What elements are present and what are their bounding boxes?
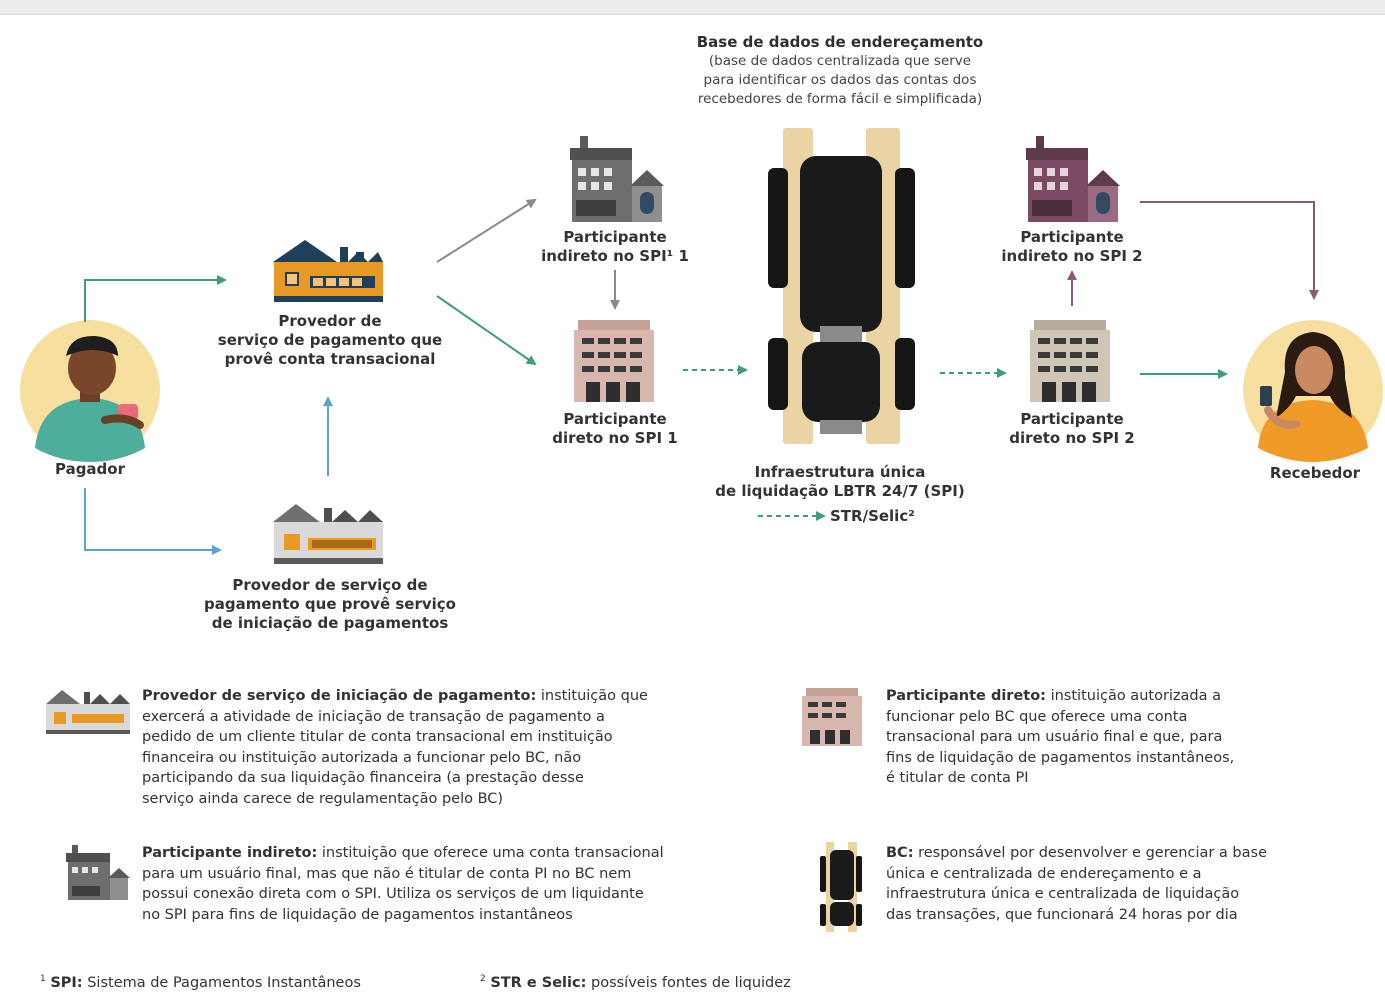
- window-top-bar: [0, 0, 1385, 15]
- legend-direct: Participante direto: instituição autoriz…: [886, 686, 1356, 789]
- legend-bc-line: responsável por desenvolver e gerenciar …: [913, 845, 1267, 861]
- footnote-str-selic-text: possíveis fontes de liquidez: [586, 974, 791, 991]
- indirect-participant-2-label-line: Participante: [1020, 228, 1124, 246]
- str-selic-label: STR/Selic²: [830, 507, 915, 525]
- psp-initiation-label-line: pagamento que provê serviço: [204, 595, 456, 613]
- arrow-payer-to-psp-initiation: [84, 488, 222, 555]
- legend-bc-icon: [820, 842, 862, 932]
- legend-indirect-line: para um usuário final, mas que não é tit…: [142, 865, 632, 882]
- receiver-avatar-icon: [1243, 320, 1383, 462]
- indirect-participant-1-label-line: Participante: [563, 228, 667, 246]
- legend-bc-term: BC:: [886, 845, 914, 861]
- legend-indirect-line: instituição que oferece uma conta transa…: [317, 845, 664, 861]
- footnote-spi-term: SPI:: [50, 974, 83, 991]
- direct-participant-1-label-line: direto no SPI 1: [552, 429, 678, 447]
- legend-initiation-line: pedido de um cliente titular de conta tr…: [142, 729, 613, 745]
- legend-initiation-line: instituição que: [536, 688, 648, 704]
- direct-participant-1-label-line: Participante: [563, 410, 667, 428]
- indirect-participant-1-building-icon: [570, 136, 664, 222]
- psp-initiation-label: Provedor de serviço de pagamento que pro…: [180, 576, 480, 633]
- legend-direct-line: transacional para um usuário final e que…: [886, 729, 1223, 745]
- psp-initiation-label-line: Provedor de serviço de: [232, 576, 428, 594]
- legend-initiation-line: exercerá a atividade de iniciação de tra…: [142, 708, 605, 725]
- legend-initiation: Provedor de serviço de iniciação de paga…: [142, 686, 762, 809]
- arrow-psp-to-indirect-1: [436, 198, 537, 263]
- legend-initiation-line: serviço ainda carece de regulamentação p…: [142, 790, 504, 807]
- legend-direct-icon: [802, 688, 862, 746]
- legend-bc: BC: responsável por desenvolver e gerenc…: [886, 843, 1366, 925]
- legend-direct-term: Participante direto:: [886, 688, 1046, 704]
- footnote-str-selic-term: STR e Selic:: [490, 974, 587, 991]
- database-title: Base de dados de endereçamento: [696, 33, 984, 51]
- database-subtitle: (base de dados centralizada que serve pa…: [640, 52, 1040, 109]
- direct-participant-2-label: Participante direto no SPI 2: [967, 410, 1177, 448]
- legend-initiation-line: financeira ou instituição autorizada a f…: [142, 749, 582, 766]
- arrow-indirect-2-to-receiver: [1140, 201, 1319, 300]
- legend-bc-line: única e centralizada de endereçamento e …: [886, 865, 1202, 882]
- indirect-participant-2-label: Participante indireto no SPI 2: [967, 228, 1177, 266]
- legend-indirect: Participante indireto: instituição que o…: [142, 843, 782, 925]
- legend-initiation-line: participando da sua liquidação financeir…: [142, 770, 584, 786]
- arrow-payer-to-psp-account: [84, 275, 227, 322]
- legend-indirect-line: no SPI para fins de liquidação de pagame…: [142, 906, 573, 923]
- database-subtitle-line: (base de dados centralizada que serve: [708, 53, 972, 69]
- legend-indirect-term: Participante indireto:: [142, 845, 318, 861]
- direct-participant-1-building-icon: [574, 320, 654, 402]
- footnote-spi-text: Sistema de Pagamentos Instantâneos: [82, 974, 361, 991]
- psp-initiation-label-line: de iniciação de pagamentos: [211, 614, 449, 632]
- direct-participant-1-label: Participante direto no SPI 1: [510, 410, 720, 448]
- receiver-label: Recebedor: [1269, 464, 1361, 482]
- arrow-psp-to-direct-1: [436, 295, 537, 366]
- direct-participant-2-building-icon: [1030, 320, 1110, 402]
- direct-participant-2-label-line: direto no SPI 2: [1009, 429, 1135, 447]
- legend-direct-line: é titular de conta PI: [886, 770, 1029, 786]
- psp-account-building-icon: [273, 240, 383, 302]
- indirect-participant-2-label-line: indireto no SPI 2: [1001, 247, 1143, 265]
- infrastructure-label: Infraestrutura única de liquidação LBTR …: [690, 463, 990, 501]
- indirect-participant-1-label-line: indireto no SPI¹ 1: [541, 247, 689, 265]
- footnote-str-selic: 2 STR e Selic: possíveis fontes de liqui…: [480, 974, 791, 991]
- legend-direct-line: instituição autorizada a: [1045, 688, 1222, 704]
- legend-bc-line: infraestrutura única e centralizada de l…: [886, 886, 1240, 902]
- legend-indirect-line: possui conexão direta com o SPI. Utiliza…: [142, 886, 644, 902]
- indirect-participant-1-label: Participante indireto no SPI¹ 1: [510, 228, 720, 266]
- legend-indirect-icon: [66, 845, 130, 900]
- payer-avatar-icon: [20, 320, 160, 462]
- legend-initiation-icon: [46, 690, 130, 734]
- legend-bc-line: das transações, que funcionará 24 horas …: [886, 906, 1238, 923]
- database-subtitle-line: para identificar os dados das contas dos: [703, 72, 977, 88]
- footnote-spi: 1 SPI: Sistema de Pagamentos Instantâneo…: [40, 974, 361, 991]
- central-infrastructure-icon: [768, 128, 915, 444]
- psp-initiation-building-icon: [273, 504, 383, 564]
- direct-participant-2-label-line: Participante: [1020, 410, 1124, 428]
- footnote-str-selic-mark: 2: [480, 974, 486, 984]
- legend-direct-line: funcionar pelo BC que oferece uma conta: [886, 708, 1188, 725]
- psp-account-label-line: provê conta transacional: [224, 350, 436, 368]
- infrastructure-label-line: de liquidação LBTR 24/7 (SPI): [715, 482, 965, 500]
- psp-account-label-line: Provedor de: [278, 312, 382, 330]
- psp-account-label: Provedor de serviço de pagamento que pro…: [190, 312, 470, 369]
- legend-direct-line: fins de liquidação de pagamentos instant…: [886, 749, 1235, 766]
- infrastructure-label-line: Infraestrutura única: [754, 463, 926, 481]
- indirect-participant-2-building-icon: [1026, 136, 1120, 222]
- psp-account-label-line: serviço de pagamento que: [217, 331, 443, 349]
- payer-label: Pagador: [54, 460, 125, 478]
- legend-initiation-term: Provedor de serviço de iniciação de paga…: [142, 688, 537, 704]
- footnote-spi-mark: 1: [40, 974, 46, 984]
- database-subtitle-line: recebedores de forma fácil e simplificad…: [697, 91, 983, 107]
